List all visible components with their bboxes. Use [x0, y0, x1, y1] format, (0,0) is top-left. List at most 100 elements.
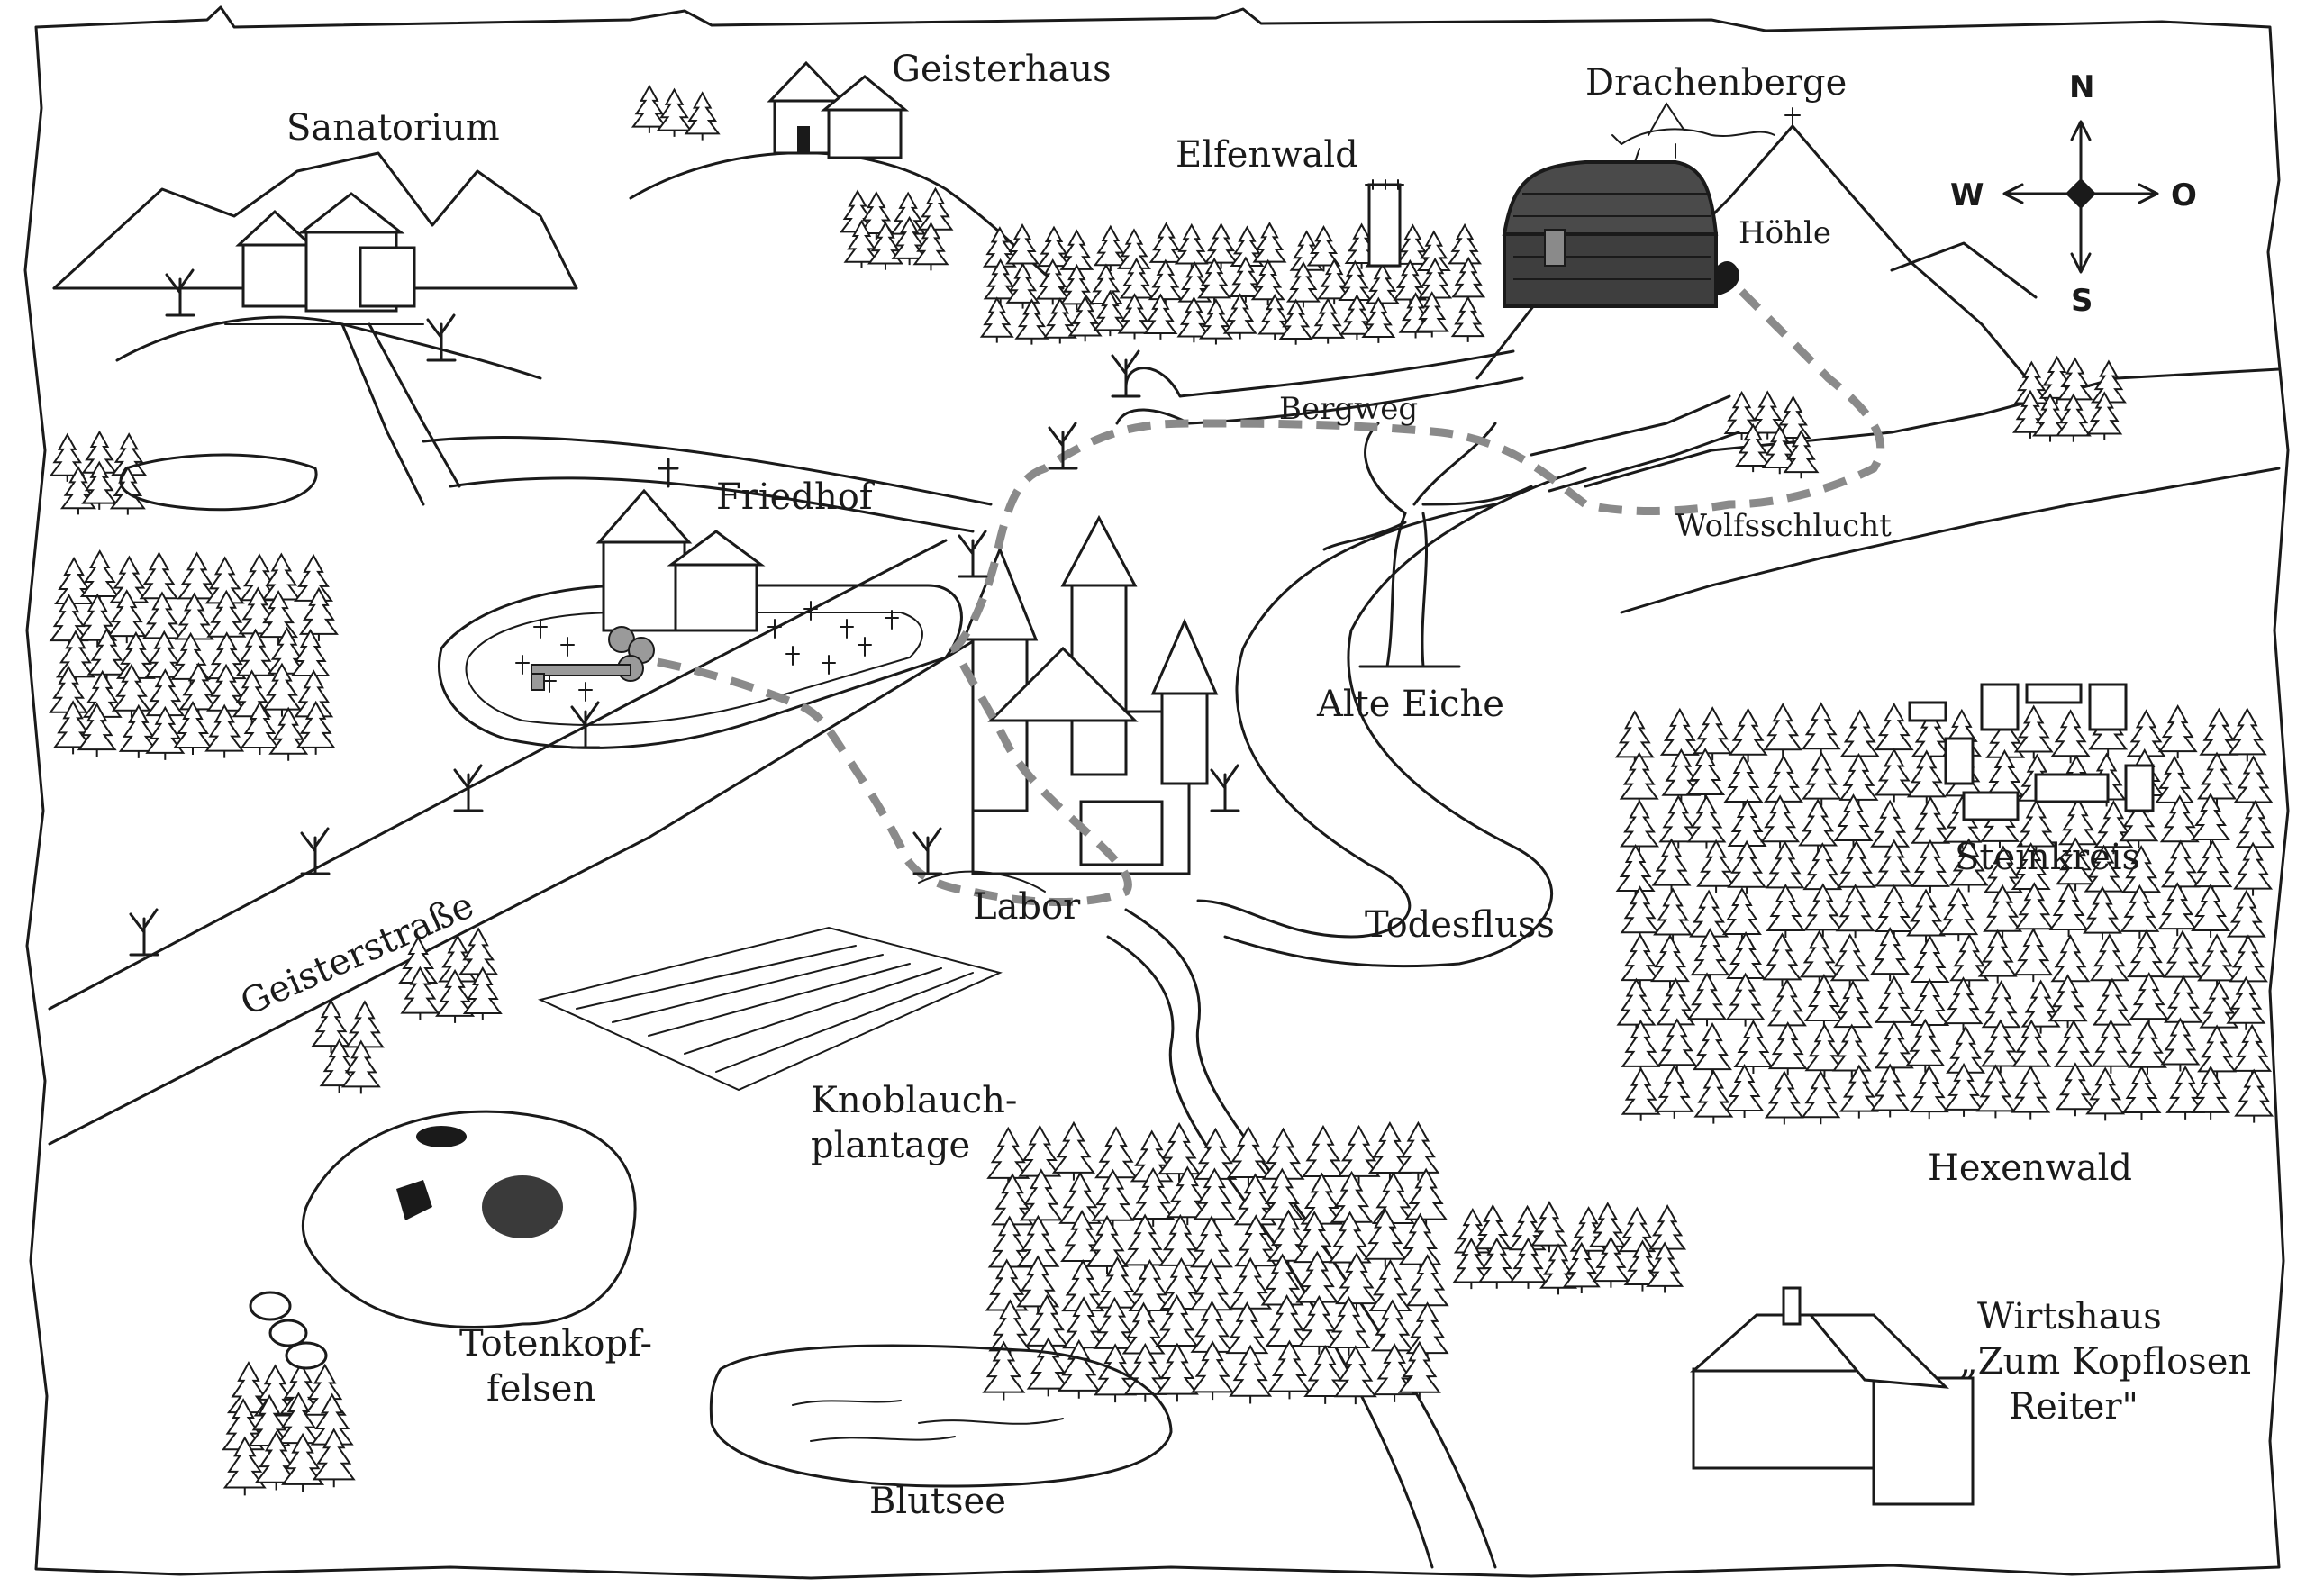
grave-cross-icon: [858, 637, 872, 657]
pine-tree-icon: [312, 1428, 356, 1488]
mountain-peak-cross: [1784, 107, 1801, 127]
pine-tree-icon: [1835, 884, 1875, 939]
elfenwald-tower: [1365, 179, 1404, 268]
grave-cross-icon: [767, 619, 782, 639]
pine-tree-icon: [2126, 929, 2166, 984]
pine-tree-icon: [2160, 839, 2201, 894]
pine-tree-icon: [1767, 1021, 1808, 1076]
pine-tree-icon: [2083, 885, 2122, 940]
pine-tree-icon: [1723, 390, 1760, 440]
pine-tree-icon: [77, 703, 117, 757]
pine-tree-icon: [1870, 927, 1911, 982]
pine-tree-icon: [1278, 298, 1313, 345]
dead-tree-icon: [1048, 422, 1078, 470]
pine-tree-icon: [1721, 886, 1762, 942]
pine-tree-icon: [2191, 792, 2231, 848]
pine-tree-icon: [435, 968, 476, 1023]
label-alte-eiche: Alte Eiche: [1316, 684, 1504, 725]
pine-tree-icon: [1693, 1069, 1734, 1124]
pine-tree-icon: [2160, 1017, 2201, 1072]
pine-tree-icon: [2013, 928, 2054, 983]
pine-tree-icon: [172, 700, 213, 756]
pine-tree-icon: [1620, 799, 1660, 854]
label-wirtshaus-2: „Zum Kopflosen: [1959, 1341, 2251, 1383]
label-labor: Labor: [973, 886, 1081, 928]
pine-tree-icon: [1870, 799, 1911, 854]
pine-tree-icon: [311, 999, 351, 1054]
pine-tree-icon: [1621, 1066, 1661, 1121]
pine-tree-icon: [2011, 389, 2048, 439]
label-hoehle: Höhle: [1739, 215, 1831, 251]
geisterstrasse-road: [48, 539, 993, 1146]
pine-tree-icon: [261, 662, 302, 717]
pine-tree-icon: [1874, 1020, 1914, 1075]
label-hexenwald: Hexenwald: [1928, 1147, 2132, 1189]
pine-tree-icon: [1761, 424, 1798, 475]
pine-tree-icon: [1938, 887, 1979, 942]
pine-tree-icon: [2226, 889, 2266, 944]
pine-tree-icon: [1838, 1064, 1879, 1119]
treasure-route: [657, 285, 1885, 907]
steinkreis-stones: [1908, 683, 2155, 821]
pine-tree-icon: [1166, 1165, 1210, 1226]
pine-tree-icon: [2091, 1019, 2131, 1074]
pine-tree-icon: [2157, 704, 2198, 759]
pine-tree-icon: [1977, 929, 2018, 984]
pine-tree-icon: [979, 296, 1014, 343]
pine-tree-icon: [1091, 1168, 1135, 1229]
grave-crosses: [515, 601, 899, 702]
label-blutsee: Blutsee: [869, 1481, 1006, 1522]
dead-tree-icon: [453, 764, 484, 812]
pine-tree-icon: [1094, 1343, 1138, 1403]
castle-icon: [961, 514, 1219, 875]
pine-tree-icon: [1949, 933, 1990, 988]
pine-tree-icon: [400, 966, 440, 1020]
pine-tree-icon: [1257, 293, 1293, 340]
pine-tree-icon: [1838, 752, 1879, 807]
pine-tree-icon: [1361, 296, 1396, 343]
pine-tree-icon: [1693, 706, 1733, 761]
dead-tree-icon: [1111, 349, 1141, 398]
pine-tree-icon: [1131, 1166, 1176, 1227]
treasure-chest-icon: [1502, 160, 1719, 308]
pine-tree-icon: [1687, 972, 1728, 1027]
pine-tree-icon: [2159, 794, 2200, 849]
label-todesfluss: Todesfluss: [1365, 904, 1555, 946]
pine-tree-icon: [1621, 1019, 1661, 1074]
pine-tree-icon: [53, 700, 94, 755]
label-sanatorium: Sanatorium: [286, 107, 500, 149]
road-to-sanatorium: [340, 322, 461, 506]
grave-cross-icon: [803, 601, 818, 621]
pine-tree-icon: [1620, 885, 1660, 940]
pine-tree-icon: [1944, 1062, 1984, 1117]
church-icon: [595, 458, 766, 632]
pine-tree-icon: [2013, 704, 2054, 759]
compass-west: W: [1950, 177, 1984, 213]
pine-tree-icon: [1616, 977, 1657, 1032]
todesfluss-river: [1106, 467, 1587, 1569]
labor-area: [918, 870, 1046, 893]
pine-tree-icon: [2157, 882, 2198, 937]
pine-tree-icon: [1829, 933, 1870, 988]
grave-cross-icon: [840, 619, 854, 639]
elfenwald-forest: [979, 222, 1486, 345]
dead-tree-icon: [570, 701, 601, 749]
pine-tree-icon: [1014, 298, 1049, 345]
pine-tree-icon: [2056, 837, 2096, 892]
pine-tree-icon: [240, 700, 280, 755]
pine-tree-icon: [2050, 709, 2091, 764]
pine-tree-icon: [1804, 1023, 1845, 1078]
pine-tree-icon: [2127, 1020, 2167, 1075]
pine-tree-icon: [1983, 884, 2023, 939]
geisterhaus-building: [767, 60, 910, 159]
compass-rose-icon: [2002, 120, 2159, 274]
sanatorium-building: [224, 192, 424, 325]
pine-tree-icon: [1477, 1237, 1516, 1289]
pine-tree-icon: [1646, 1241, 1684, 1293]
pine-tree-icon: [1148, 258, 1183, 305]
pine-tree-icon: [1749, 390, 1786, 440]
pine-tree-icon: [2047, 974, 2088, 1029]
dead-tree-icon: [912, 827, 943, 875]
pine-tree-icon: [1051, 1120, 1095, 1181]
grave-cross-icon: [578, 682, 593, 702]
